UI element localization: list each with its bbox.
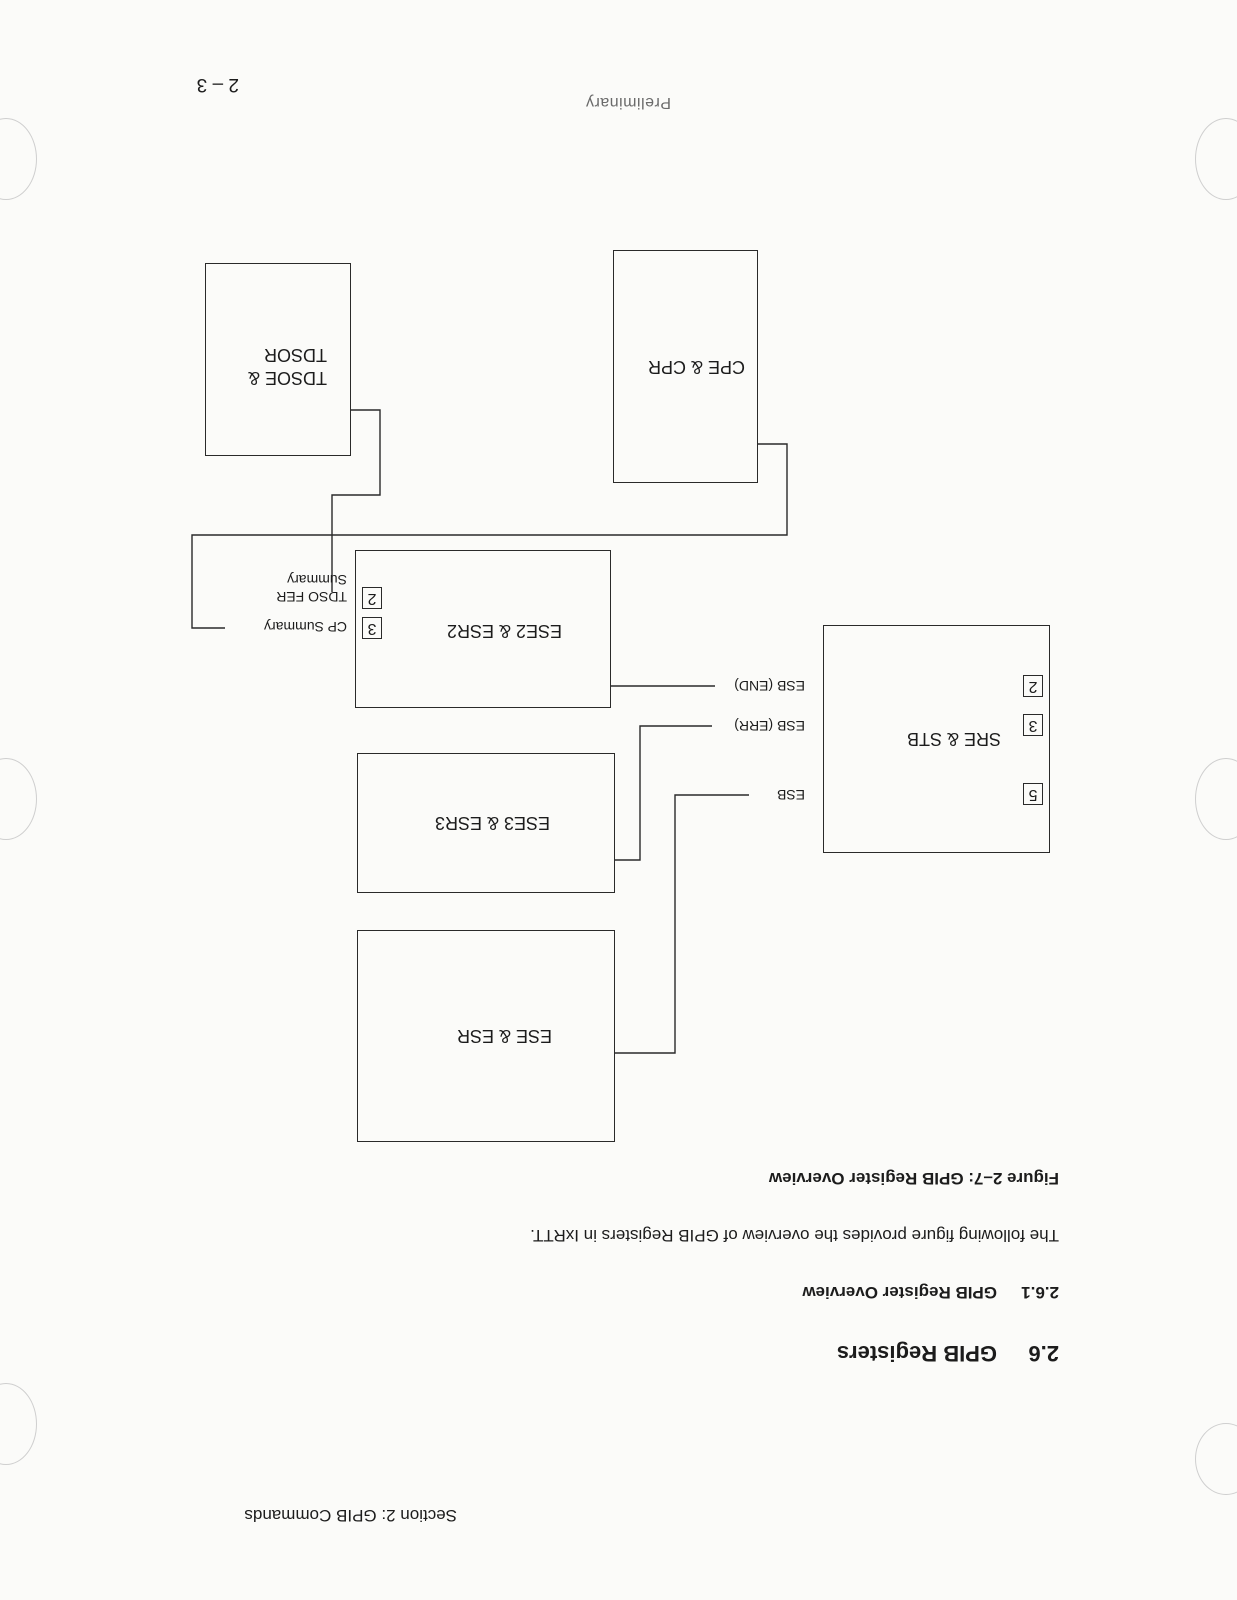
- tdsoe-tdsor-label-line1: TDSOE &: [247, 368, 327, 388]
- sre-bit-5: 5: [1023, 783, 1043, 805]
- ese2-esr2-block: ESE2 & ESR2 3 2: [355, 550, 611, 708]
- ese3-esr3-label: ESE3 & ESR3: [434, 813, 550, 833]
- sre-stb-block: SRE & STB 5 3 2: [823, 625, 1050, 853]
- esr2-bit-3: 3: [362, 617, 382, 639]
- sre-stb-label: SRE & STB: [906, 729, 1001, 749]
- esr2-bit-3-label: CP Summary: [264, 619, 347, 635]
- tdsoe-tdsor-label-line2: TDSOR: [264, 345, 327, 365]
- esr2-bit-2: 2: [362, 587, 382, 609]
- tdsoe-tdsor-block: TDSOE & TDSOR: [205, 263, 351, 456]
- preliminary-label: Preliminary: [585, 94, 671, 111]
- ese-esr-label: ESE & ESR: [456, 1026, 552, 1046]
- ese-esr-block: ESE & ESR: [357, 930, 615, 1142]
- ese3-esr3-block: ESE3 & ESR3: [357, 753, 615, 893]
- sre-bit-2-label: ESB (END): [734, 678, 805, 694]
- sre-bit-3: 3: [1023, 714, 1043, 736]
- sre-bit-2: 2: [1023, 675, 1043, 697]
- cpe-cpr-label: CPE & CPR: [647, 357, 745, 377]
- sre-bit-3-label: ESB (ERR): [734, 718, 805, 734]
- wire-cp-summary-to-cpr: [191, 443, 788, 629]
- wire-esr3-to-esb-err: [615, 725, 712, 861]
- cpe-cpr-block: CPE & CPR: [613, 250, 758, 483]
- sre-bit-5-label: ESB: [776, 787, 805, 803]
- ese2-esr2-label: ESE2 & ESR2: [446, 621, 562, 641]
- esr2-bit-2-label-line2: Summary: [287, 572, 347, 588]
- page-number: 2 – 3: [196, 74, 239, 95]
- wire-esr-to-esb: [615, 794, 749, 1054]
- esr2-bit-2-label: TDSO FER: [276, 589, 347, 605]
- wire-tdso-to-tdsor: [331, 409, 381, 592]
